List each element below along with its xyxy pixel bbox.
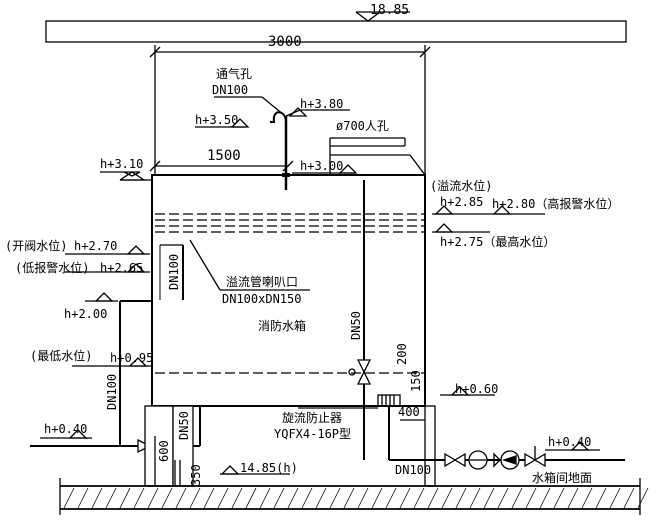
floor-label: 水箱间地面 (532, 470, 592, 485)
overflow-size-label: DN100xDN150 (222, 292, 301, 306)
drain-valve (356, 359, 372, 374)
dim-600: 600 (157, 440, 171, 462)
outlet-level: h+0.60 (455, 382, 498, 396)
low-dn50: DN50 (177, 411, 191, 440)
roof-elevation-marker (355, 11, 410, 22)
vortex-name: 旋流防止器 (282, 410, 342, 425)
tank-width: 3000 (268, 34, 302, 50)
half-width: 1500 (207, 148, 241, 164)
left-dn100: DN100 (105, 374, 119, 410)
valve-open-label: (开阀水位) (5, 238, 67, 253)
inlet-level: h+0.40 (44, 422, 87, 436)
right-level: h+0.40 (548, 435, 591, 449)
floor-level: 14.85(h) (240, 461, 298, 475)
high-alarm-level: h+2.80（高报警水位） (492, 196, 619, 211)
outlet-valve-1 (444, 452, 457, 468)
min-level-label: (最低水位) (30, 348, 92, 363)
tank-name: 消防水箱 (258, 318, 306, 333)
low-alarm-level: h+2.65 (100, 261, 143, 275)
inlet-valve-left (137, 438, 152, 454)
max-level: h+2.75（最高水位） (440, 234, 555, 249)
valve-open-level: h+2.70 (74, 239, 117, 253)
low-alarm-label: (低报警水位) (15, 260, 89, 275)
vent-name: 通气孔 (216, 66, 252, 81)
inner-dn100: DN100 (167, 254, 181, 290)
vent-top-level: h+3.80 (300, 97, 343, 111)
inner-dn50: DN50 (349, 311, 363, 340)
dim-350: 350 (189, 464, 203, 486)
vortex-model: YQFX4-16P型 (274, 427, 351, 441)
overflow-mouth-label: 溢流管喇叭口 (226, 274, 298, 289)
dim-150: 150 (409, 370, 423, 392)
roof-beam (45, 20, 627, 43)
vent-size: DN100 (212, 83, 248, 97)
vent-level: h+3.50 (195, 113, 238, 127)
floor-hatch (63, 487, 649, 509)
pipe-level: h+2.00 (64, 307, 107, 321)
top-inner-level: h+3.00 (300, 159, 343, 173)
support-base (144, 405, 174, 487)
tank-top-level: h+3.10 (100, 157, 143, 171)
manhole-label: ø700人孔 (336, 119, 389, 133)
vortex-preventer (377, 394, 401, 407)
overflow-level-label: (溢流水位) (430, 178, 492, 193)
outlet-dn100: DN100 (395, 463, 431, 477)
overflow-level: h+2.85 (440, 195, 483, 209)
min-level: h+0.95 (110, 351, 153, 365)
roof-elevation: 18.85 (370, 3, 409, 18)
dim-400: 400 (398, 405, 420, 419)
dim-200: 200 (395, 343, 409, 365)
